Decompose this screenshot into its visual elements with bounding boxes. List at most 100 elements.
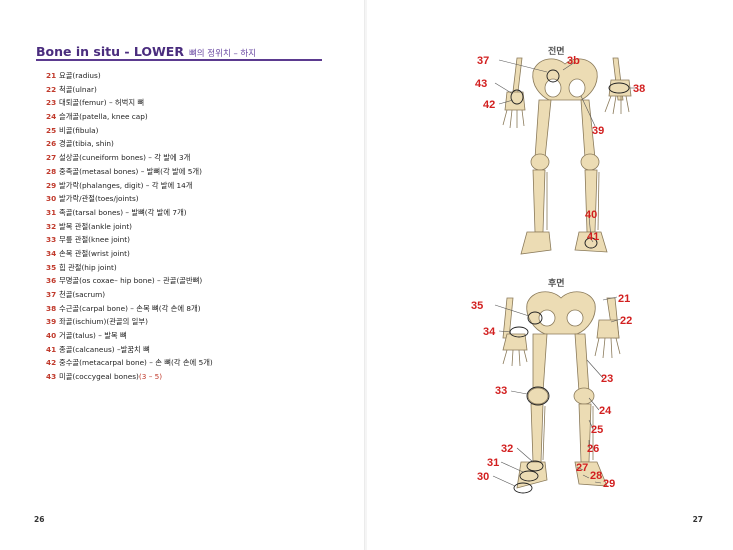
back-view-label: 후면 bbox=[548, 279, 565, 289]
right-page: 전면 후면 bbox=[367, 0, 733, 550]
item-highlight: (3 – 5) bbox=[138, 372, 163, 382]
back-leader-lines bbox=[492, 296, 622, 487]
item-number: 25 bbox=[46, 125, 57, 135]
item-text: 대퇴골(femur) – 허벅지 뼈 bbox=[59, 98, 145, 108]
item-text: 중족골(metasal bones) – 발뼈(각 발에 5개) bbox=[59, 166, 202, 176]
item-text: 미골(coccygeal bones) bbox=[59, 372, 139, 382]
callout-30: 30 bbox=[477, 471, 489, 483]
back-highlight-circles bbox=[509, 311, 550, 494]
item-number: 26 bbox=[46, 139, 57, 149]
item-text: 슬개골(patella, knee cap) bbox=[59, 112, 148, 122]
item-number: 22 bbox=[46, 84, 57, 94]
callout-22: 22 bbox=[620, 315, 632, 327]
item-text: 수근골(carpal bone) – 손목 뼈(각 손에 8개) bbox=[59, 303, 201, 313]
item-number: 24 bbox=[46, 112, 57, 122]
callout-32: 32 bbox=[501, 443, 513, 455]
item-number: 33 bbox=[46, 235, 57, 245]
item-text: 경골(tibia, shin) bbox=[59, 139, 114, 149]
callout-24: 24 bbox=[599, 405, 612, 417]
item-text: 발목 관절(ankle joint) bbox=[59, 221, 133, 231]
title-text: Bone in situ - LOWER bbox=[36, 44, 184, 59]
callout-39: 39 bbox=[592, 125, 604, 137]
item-number: 39 bbox=[46, 317, 57, 327]
callout-37: 37 bbox=[477, 55, 489, 67]
item-number: 34 bbox=[46, 248, 57, 258]
front-skeleton bbox=[502, 57, 632, 255]
callout-33: 33 bbox=[495, 385, 507, 397]
item-number: 30 bbox=[46, 194, 57, 204]
callout-31: 31 bbox=[487, 457, 499, 469]
item-number: 35 bbox=[46, 262, 57, 272]
item-text: 비골(fibula) bbox=[59, 125, 99, 135]
callout-40: 40 bbox=[585, 209, 597, 221]
callout-43: 43 bbox=[475, 78, 487, 90]
item-text: 발가락/관절(toes/joints) bbox=[59, 194, 139, 204]
callout-34: 34 bbox=[483, 326, 496, 338]
item-number: 32 bbox=[46, 221, 57, 231]
page-title: Bone in situ - LOWER 뼈의 정위치 – 하지 bbox=[36, 41, 322, 60]
callout-41: 41 bbox=[587, 231, 599, 243]
item-number: 23 bbox=[46, 98, 57, 108]
item-number: 37 bbox=[46, 290, 57, 299]
callout-26: 26 bbox=[587, 443, 599, 455]
item-number: 40 bbox=[46, 331, 57, 341]
page-number-right: 27 bbox=[692, 515, 703, 524]
item-text: 설상골(cuneiform bones) – 각 발에 3개 bbox=[59, 153, 191, 163]
item-text: 요골(radius) bbox=[59, 71, 101, 80]
item-number: 21 bbox=[46, 71, 57, 80]
callout-23: 23 bbox=[601, 373, 613, 385]
callout-numbers: 37 3b 43 38 42 39 40 41 35 21 34 22 23 3… bbox=[471, 55, 645, 490]
item-number: 28 bbox=[46, 166, 57, 176]
item-text: 손목 관절(wrist joint) bbox=[59, 248, 130, 258]
item-text: 종골(calcaneus) –발꿈치 뼈 bbox=[59, 344, 150, 354]
item-text: 무명골(os coxae– hip bone) – 관골(골반뼈) bbox=[59, 276, 203, 286]
item-number: 42 bbox=[46, 358, 57, 368]
item-text: 척골(ulnar) bbox=[59, 84, 97, 94]
callout-42: 42 bbox=[483, 99, 495, 111]
item-text: 천골(sacrum) bbox=[59, 290, 106, 299]
callout-35: 35 bbox=[471, 300, 483, 312]
title-rule bbox=[36, 59, 322, 61]
callout-27: 27 bbox=[576, 462, 588, 474]
item-number: 41 bbox=[46, 344, 57, 354]
callout-38: 38 bbox=[633, 83, 645, 95]
item-number: 43 bbox=[46, 372, 57, 382]
subtitle-text: 뼈의 정위치 – 하지 bbox=[188, 49, 257, 59]
callout-29: 29 bbox=[603, 478, 615, 490]
item-text: 거골(talus) – 발목 뼈 bbox=[59, 331, 127, 341]
item-number: 31 bbox=[46, 207, 57, 217]
item-number: 29 bbox=[46, 180, 57, 190]
back-skeleton bbox=[502, 291, 621, 489]
callout-25: 25 bbox=[591, 424, 603, 436]
book-gutter bbox=[364, 0, 368, 550]
front-view-label: 전면 bbox=[548, 47, 565, 57]
callout-28: 28 bbox=[590, 470, 602, 482]
item-text: 중수골(metacarpal bone) – 손 뼈(각 손에 5개) bbox=[59, 358, 213, 368]
item-number: 38 bbox=[46, 303, 57, 313]
front-leader-lines bbox=[494, 59, 637, 243]
item-text: 무릎 관절(knee joint) bbox=[59, 235, 131, 245]
